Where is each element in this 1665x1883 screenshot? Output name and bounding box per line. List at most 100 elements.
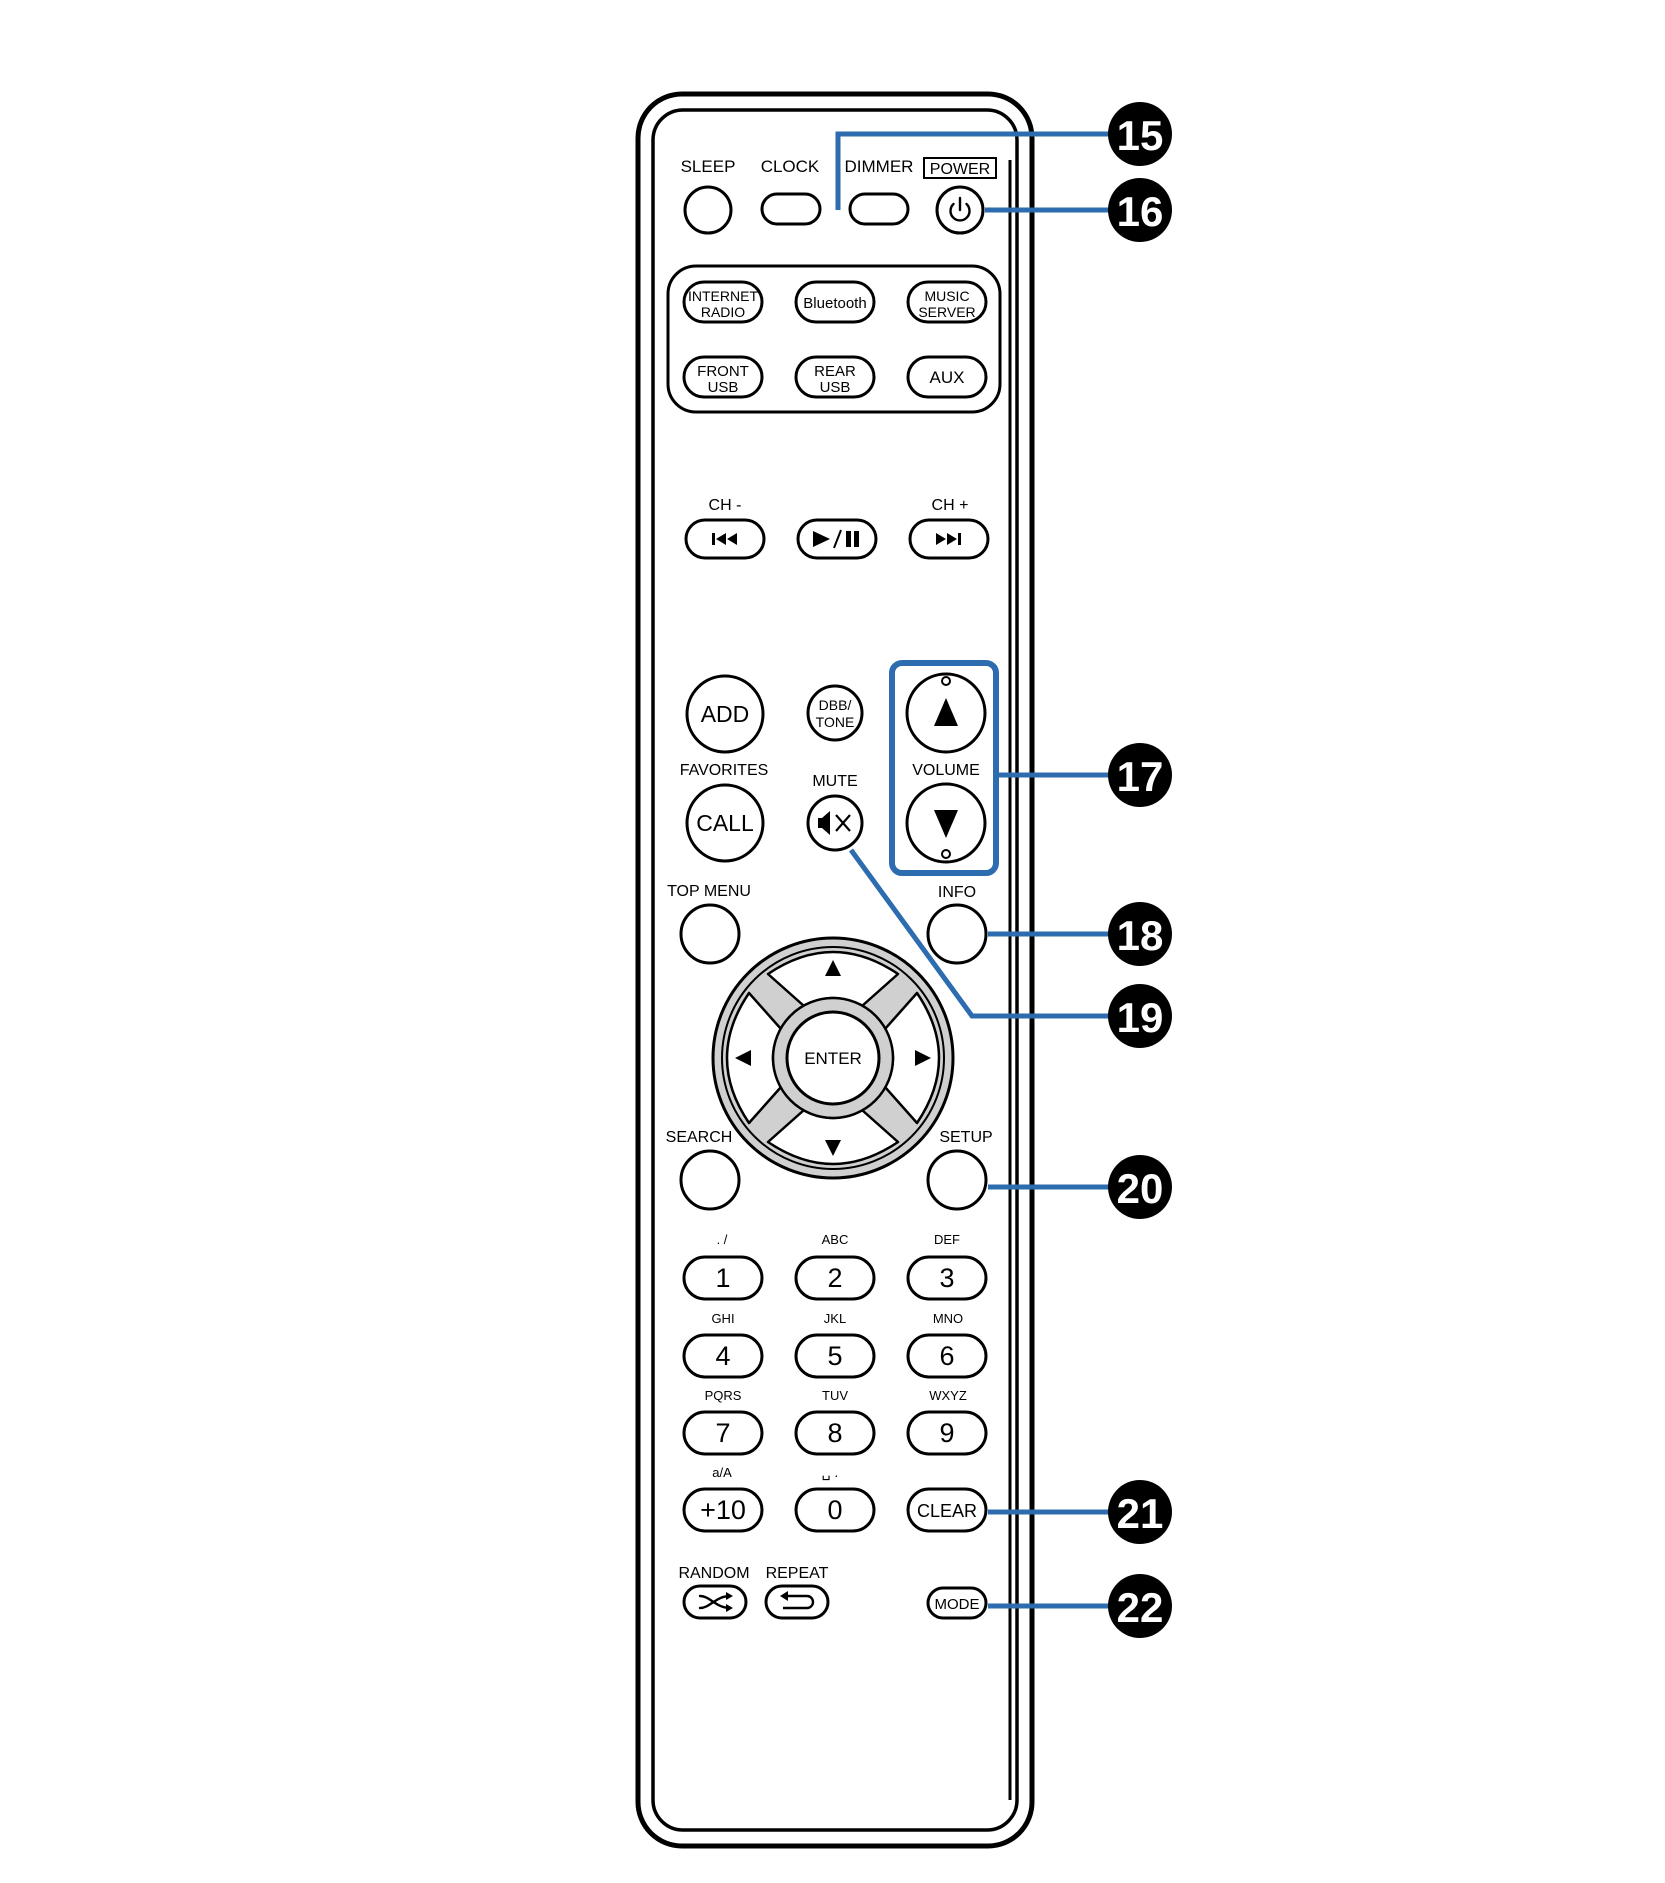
key-1-button[interactable]: 1 bbox=[682, 1255, 764, 1301]
clear-button[interactable]: CLEAR bbox=[906, 1487, 988, 1533]
setup-label: SETUP bbox=[939, 1129, 992, 1146]
aux-button[interactable]: AUX bbox=[906, 355, 988, 399]
ch-minus-label: CH - bbox=[709, 497, 742, 514]
key-6-button[interactable]: 6 bbox=[906, 1333, 988, 1379]
power-button[interactable] bbox=[935, 185, 985, 235]
sleep-label: SLEEP bbox=[681, 157, 736, 176]
key-plus10-digit: +10 bbox=[700, 1495, 746, 1525]
callout-badge-19: 19 bbox=[1108, 984, 1172, 1048]
clear-label: CLEAR bbox=[917, 1501, 977, 1521]
callout-number-21: 21 bbox=[1117, 1490, 1164, 1537]
next-track-button[interactable] bbox=[908, 518, 990, 560]
key-4-letters: GHI bbox=[711, 1311, 734, 1326]
key-8-button[interactable]: 8 bbox=[794, 1410, 876, 1456]
key-1-digit: 1 bbox=[715, 1263, 730, 1293]
key-9-digit: 9 bbox=[939, 1418, 954, 1448]
rear-usb-button[interactable]: REAR USB bbox=[794, 355, 876, 399]
internet-radio-button[interactable]: INTERNET RADIO bbox=[682, 280, 764, 324]
key-7-letters: PQRS bbox=[705, 1388, 742, 1403]
dimmer-button[interactable] bbox=[848, 192, 910, 226]
dpad-up-button[interactable] bbox=[766, 950, 900, 1008]
key-5-letters: JKL bbox=[824, 1311, 846, 1326]
enter-button[interactable]: ENTER bbox=[785, 1010, 881, 1106]
key-0-letters: ␣ . bbox=[822, 1464, 839, 1481]
dimmer-label: DIMMER bbox=[845, 157, 914, 176]
favorites-label: FAVORITES bbox=[680, 762, 769, 779]
clock-button[interactable] bbox=[760, 192, 822, 226]
repeat-icon bbox=[780, 1591, 815, 1610]
mode-label: MODE bbox=[935, 1596, 980, 1613]
music-server-line1: MUSIC bbox=[924, 288, 969, 304]
volume-up-icon bbox=[934, 698, 958, 726]
dpad: ENTER bbox=[711, 936, 955, 1180]
callout-line-15 bbox=[835, 131, 1130, 210]
callout-badge-16: 16 bbox=[1108, 178, 1172, 242]
dbb-tone-button[interactable]: DBB/ TONE bbox=[806, 684, 864, 742]
mute-icon bbox=[818, 811, 851, 835]
volume-up-button[interactable] bbox=[905, 672, 987, 754]
search-button[interactable] bbox=[679, 1149, 741, 1211]
sleep-button[interactable] bbox=[683, 185, 733, 235]
ch-plus-label: CH + bbox=[932, 497, 969, 514]
key-3-button[interactable]: 3 bbox=[906, 1255, 988, 1301]
key-5-button[interactable]: 5 bbox=[794, 1333, 876, 1379]
key-5-digit: 5 bbox=[827, 1341, 842, 1371]
info-button[interactable] bbox=[926, 903, 988, 965]
call-button[interactable]: CALL bbox=[685, 783, 765, 863]
music-server-button[interactable]: MUSIC SERVER bbox=[906, 280, 988, 324]
source-group-frame bbox=[666, 264, 1002, 414]
key-0-button[interactable]: 0 bbox=[794, 1487, 876, 1533]
enter-label: ENTER bbox=[804, 1049, 862, 1068]
key-9-button[interactable]: 9 bbox=[906, 1410, 988, 1456]
key-8-digit: 8 bbox=[827, 1418, 842, 1448]
key-8-letters: TUV bbox=[822, 1388, 848, 1403]
mute-label: MUTE bbox=[812, 773, 857, 790]
key-3-digit: 3 bbox=[939, 1263, 954, 1293]
key-plus10-letters: a/A bbox=[712, 1465, 732, 1480]
callout-number-22: 22 bbox=[1117, 1584, 1164, 1631]
top-menu-label: TOP MENU bbox=[667, 883, 751, 900]
add-button[interactable]: ADD bbox=[685, 674, 765, 754]
search-label: SEARCH bbox=[666, 1129, 733, 1146]
random-label: RANDOM bbox=[678, 1565, 749, 1582]
volume-down-button[interactable] bbox=[905, 782, 987, 864]
previous-track-button[interactable] bbox=[684, 518, 766, 560]
repeat-button[interactable] bbox=[764, 1584, 830, 1620]
arrow-left-icon bbox=[735, 1050, 751, 1066]
remote-body-inner bbox=[651, 108, 1019, 1832]
mode-button[interactable]: MODE bbox=[926, 1586, 988, 1620]
top-menu-button[interactable] bbox=[679, 903, 741, 965]
previous-track-icon bbox=[712, 533, 737, 545]
volume-callout-box bbox=[889, 660, 999, 876]
key-6-digit: 6 bbox=[939, 1341, 954, 1371]
front-usb-line2: USB bbox=[708, 379, 739, 396]
key-7-digit: 7 bbox=[715, 1418, 730, 1448]
volume-label: VOLUME bbox=[912, 762, 980, 779]
key-0-digit: 0 bbox=[827, 1495, 842, 1525]
callout-number-15: 15 bbox=[1117, 112, 1164, 159]
arrow-down-icon bbox=[825, 1140, 841, 1156]
callout-number-18: 18 bbox=[1117, 912, 1164, 959]
callout-badge-15: 15 bbox=[1108, 102, 1172, 166]
mute-button[interactable] bbox=[806, 794, 864, 852]
key-plus10-button[interactable]: +10 bbox=[682, 1487, 764, 1533]
random-button[interactable] bbox=[682, 1584, 748, 1620]
callout-badge-18: 18 bbox=[1108, 902, 1172, 966]
front-usb-line1: FRONT bbox=[697, 363, 749, 380]
bluetooth-label: Bluetooth bbox=[803, 295, 866, 312]
bluetooth-button[interactable]: Bluetooth bbox=[794, 280, 876, 324]
rear-usb-line2: USB bbox=[820, 379, 851, 396]
arrow-right-icon bbox=[915, 1050, 931, 1066]
setup-button[interactable] bbox=[926, 1149, 988, 1211]
play-pause-button[interactable] bbox=[796, 518, 878, 560]
repeat-label: REPEAT bbox=[766, 1565, 829, 1582]
key-4-button[interactable]: 4 bbox=[682, 1333, 764, 1379]
key-6-letters: MNO bbox=[933, 1311, 963, 1326]
key-7-button[interactable]: 7 bbox=[682, 1410, 764, 1456]
clock-label: CLOCK bbox=[761, 157, 820, 176]
next-track-icon bbox=[936, 533, 961, 545]
key-2-button[interactable]: 2 bbox=[794, 1255, 876, 1301]
front-usb-button[interactable]: FRONT USB bbox=[682, 355, 764, 399]
info-label: INFO bbox=[938, 884, 976, 901]
